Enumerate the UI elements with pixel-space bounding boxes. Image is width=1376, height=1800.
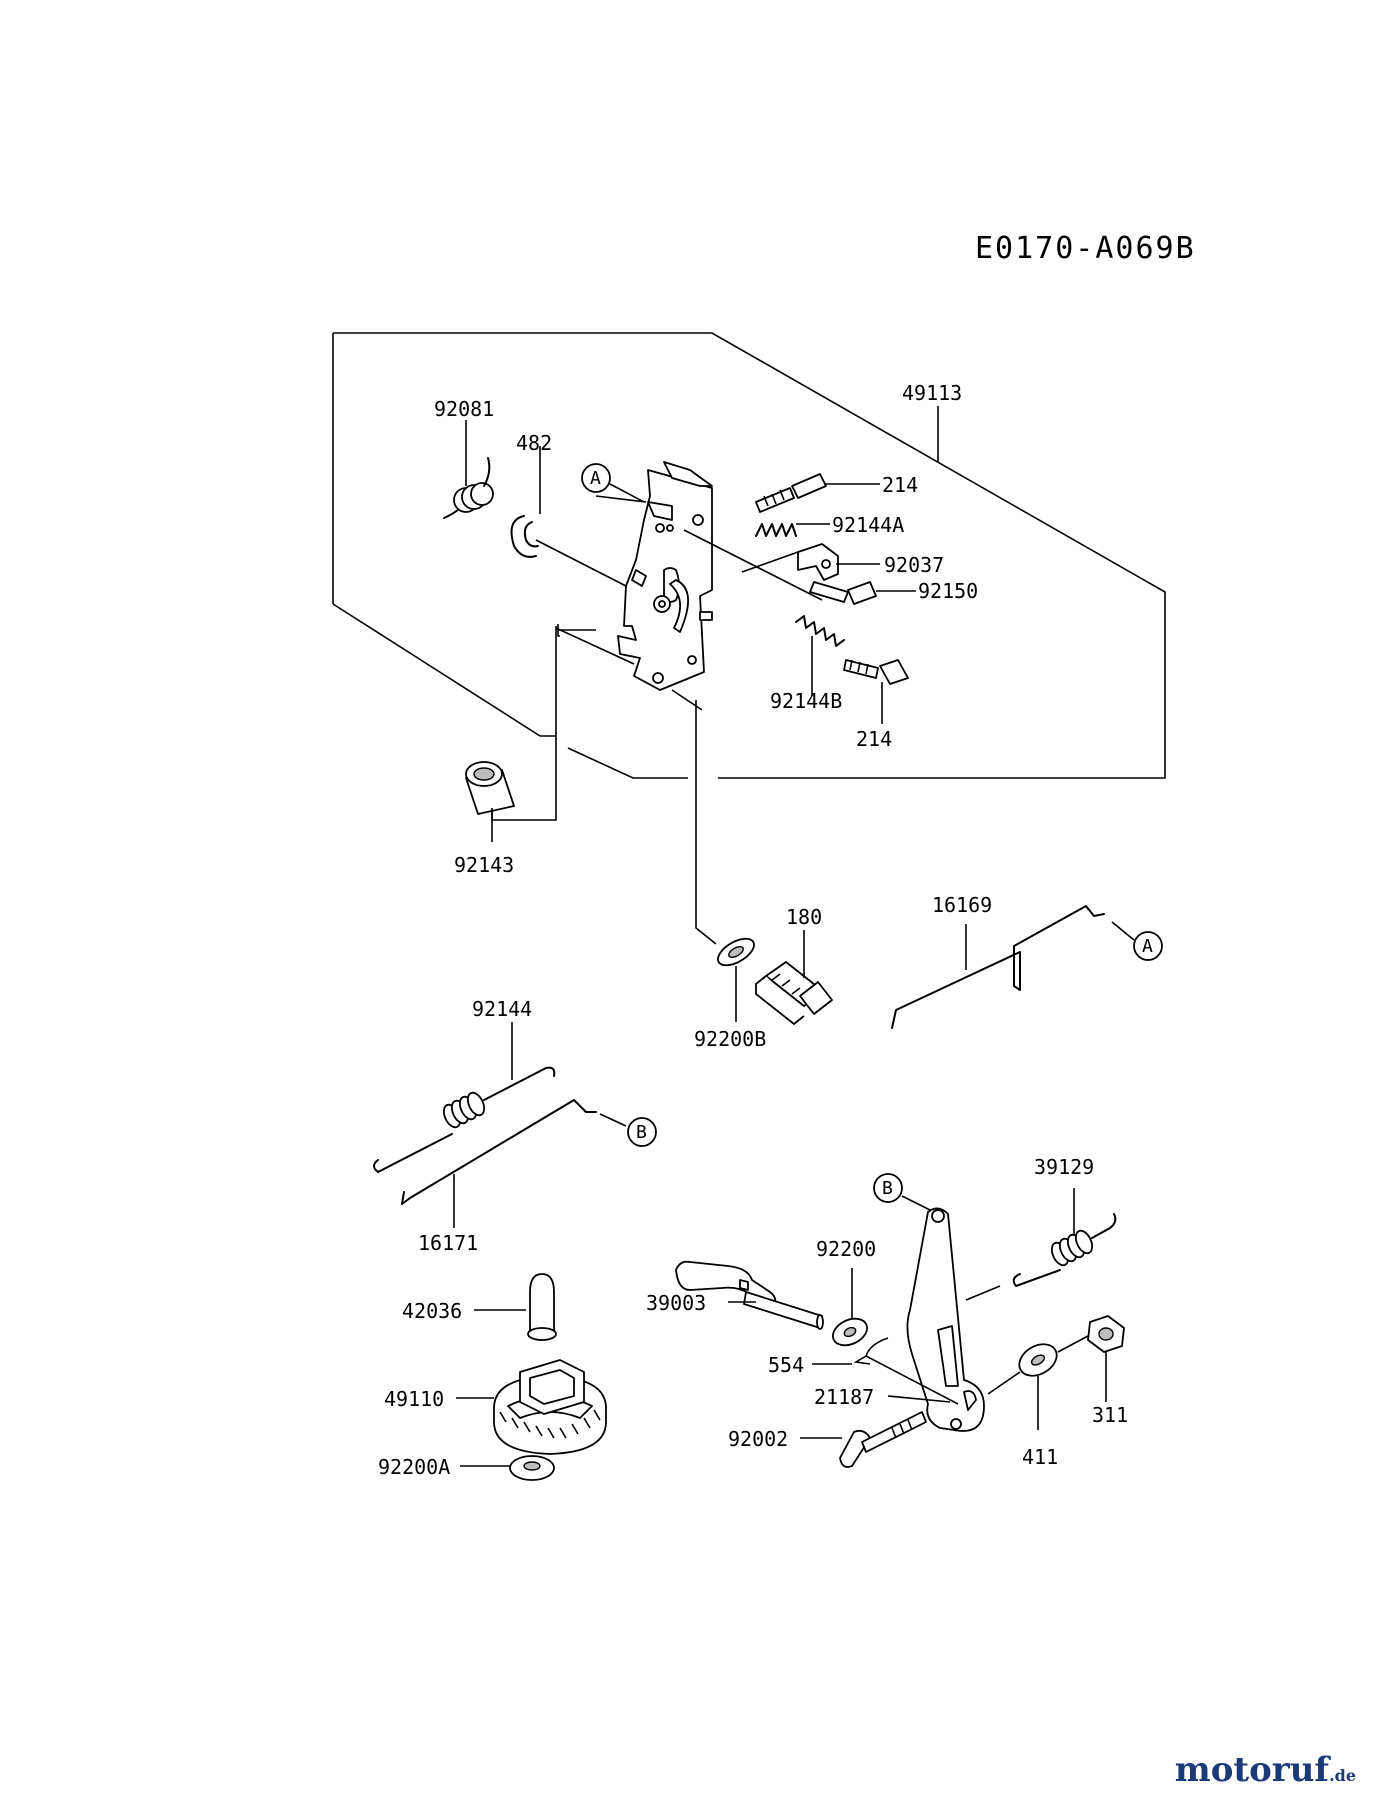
label-49110: 49110 (384, 1387, 444, 1411)
rod-16169 (891, 905, 1105, 1029)
washer-92200a (509, 1455, 555, 1481)
eclip-482 (510, 515, 539, 558)
label-311: 311 (1092, 1403, 1128, 1427)
bolt-92002 (839, 1411, 927, 1468)
label-92200a: 92200A (378, 1455, 450, 1479)
svg-text:B: B (636, 1122, 647, 1143)
label-214-bottom: 214 (856, 727, 892, 751)
label-92144b: 92144B (770, 689, 842, 713)
label-180: 180 (786, 905, 822, 929)
spring-92144b (795, 615, 845, 647)
rod-16171 (401, 1099, 597, 1205)
spring-92144a (755, 523, 797, 537)
control-plate (617, 461, 713, 691)
brand-name: motoruf (1174, 1750, 1330, 1790)
svg-text:A: A (1142, 936, 1153, 957)
label-92144: 92144 (472, 997, 532, 1021)
washer-92200 (832, 1317, 868, 1347)
label-21187: 21187 (814, 1385, 874, 1409)
svg-text:B: B (882, 1178, 893, 1199)
label-214-top: 214 (882, 473, 918, 497)
label-92200: 92200 (816, 1237, 876, 1261)
label-482: 482 (516, 431, 552, 455)
diagram-code: E0170-A069B (975, 231, 1196, 266)
lever-21187 (906, 1207, 985, 1432)
bolt-180 (755, 961, 833, 1025)
callout-a-right (1133, 931, 1163, 961)
label-92081: 92081 (434, 397, 494, 421)
screw-92150 (809, 581, 877, 605)
arm-39003 (675, 1260, 824, 1330)
screw-214-bottom (843, 659, 909, 685)
pin-42036 (527, 1273, 557, 1341)
bolt-214-top (755, 473, 827, 513)
nut-311 (1087, 1315, 1125, 1353)
gear-49110 (493, 1359, 607, 1455)
brand-watermark: motoruf.de (1175, 1750, 1356, 1790)
collar-92143 (465, 761, 515, 815)
label-92002: 92002 (728, 1427, 788, 1451)
label-554: 554 (768, 1353, 804, 1377)
label-39003: 39003 (646, 1291, 706, 1315)
label-16169: 16169 (932, 893, 992, 917)
callout-b-lever (873, 1173, 903, 1203)
clamp-92037 (797, 543, 839, 581)
brand-tld: .de (1329, 1766, 1356, 1785)
spring-39129 (1012, 1213, 1117, 1287)
label-39129: 39129 (1034, 1155, 1094, 1179)
callout-b-left (627, 1117, 657, 1147)
svg-text:A: A (590, 468, 601, 489)
label-92150: 92150 (918, 579, 978, 603)
label-92037: 92037 (884, 553, 944, 577)
label-92144a: 92144A (832, 513, 904, 537)
label-92200b: 92200B (694, 1027, 766, 1051)
washer-92200b (717, 937, 755, 967)
label-42036: 42036 (402, 1299, 462, 1323)
label-411: 411 (1022, 1445, 1058, 1469)
callout-a-plate (581, 463, 611, 493)
label-16171: 16171 (418, 1231, 478, 1255)
washer-411 (1018, 1343, 1058, 1377)
spring-92081 (443, 457, 494, 519)
label-92143: 92143 (454, 853, 514, 877)
spring-92144 (373, 1066, 556, 1173)
label-49113: 49113 (902, 381, 962, 405)
